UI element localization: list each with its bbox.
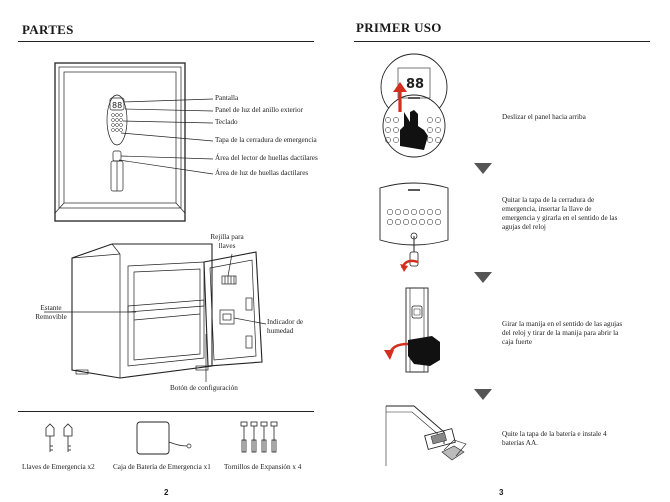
label-humedad: Indicador de humedad bbox=[267, 318, 315, 336]
label-tapa-cerradura: Tapa de la cerradura de emergencia bbox=[215, 136, 317, 144]
label-caja-bateria: Caja de Batería de Emergencia x1 bbox=[113, 463, 211, 471]
label-pantalla: Pantalla bbox=[215, 94, 239, 102]
label-panel-luz: Panel de luz del anillo exterior bbox=[215, 106, 304, 114]
left-title-rule bbox=[18, 41, 314, 42]
estante-text: Estante Removible bbox=[35, 304, 67, 321]
svg-text:88: 88 bbox=[112, 101, 122, 110]
step3-illustration bbox=[384, 287, 440, 373]
safe-open-illustration bbox=[44, 243, 267, 382]
accessories-rule bbox=[18, 411, 314, 412]
label-boton-config: Botón de configuración bbox=[170, 384, 238, 392]
down-arrow-icon bbox=[474, 272, 492, 283]
step3-text: Girar la manija en el sentido de las agu… bbox=[502, 320, 623, 346]
humedad-text: Indicador de humedad bbox=[267, 318, 304, 335]
label-rejilla-llaves: Rejilla para llaves bbox=[203, 233, 251, 251]
step1-illustration: 88 bbox=[380, 53, 448, 158]
label-llaves-emergencia: Llaves de Emergencia x2 bbox=[22, 463, 95, 471]
label-luz-huellas: Área de luz de huellas dactilares bbox=[215, 169, 309, 177]
right-title-rule bbox=[354, 41, 650, 42]
step4-illustration bbox=[385, 405, 467, 466]
step1-display-digits: 88 bbox=[406, 77, 424, 92]
step4-text: Quite la tapa de la batería e instale 4 … bbox=[502, 430, 607, 447]
label-lector-huellas: Área del lector de huellas dactilares bbox=[215, 154, 318, 162]
emergency-keys-icon bbox=[45, 423, 73, 452]
label-estante: Estante Removible bbox=[28, 304, 74, 322]
battery-box-icon bbox=[136, 421, 192, 455]
label-tornillos: Tornillos de Expansión x 4 bbox=[224, 463, 302, 471]
step2-text: Quitar la tapa de la cerradura de emerge… bbox=[502, 196, 618, 231]
safe-front-illustration: 88 bbox=[54, 62, 214, 222]
expansion-screws-icon bbox=[240, 421, 278, 453]
step1-text: Deslizar el panel hacia arriba bbox=[502, 113, 586, 121]
rejilla-text: Rejilla para llaves bbox=[210, 233, 244, 250]
label-teclado: Teclado bbox=[215, 118, 238, 126]
left-section-title: PARTES bbox=[22, 22, 74, 37]
step2-illustration bbox=[379, 182, 449, 272]
down-arrow-icon bbox=[474, 389, 492, 400]
right-section-title: PRIMER USO bbox=[356, 20, 442, 35]
right-page-number: 3 bbox=[499, 488, 504, 497]
down-arrow-icon bbox=[474, 163, 492, 174]
left-page-number: 2 bbox=[164, 488, 169, 497]
